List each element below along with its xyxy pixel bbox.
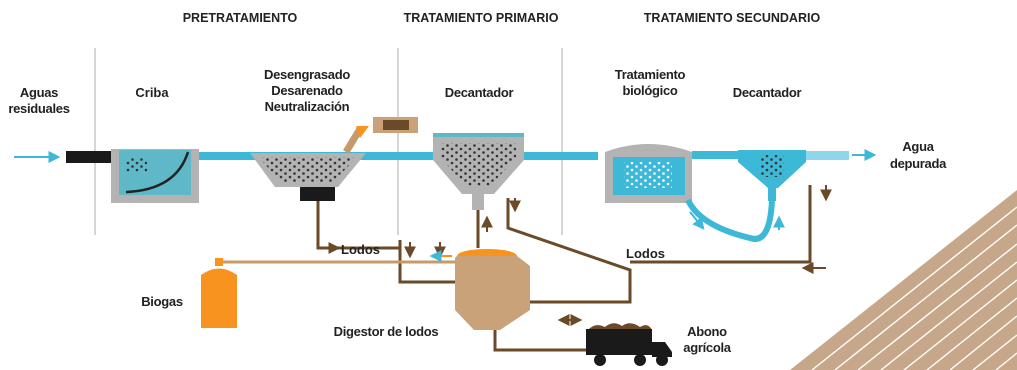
- tratamiento-biologico-tank: [605, 144, 692, 203]
- label-biologico: biológico: [622, 83, 677, 98]
- label-decantador-primario: Decantador: [445, 85, 514, 100]
- decantador-secundario: [738, 150, 806, 201]
- header-pretratamiento: PRETRATAMIENTO: [183, 11, 298, 25]
- criba-tank: [111, 149, 199, 203]
- grease-outlet: [343, 117, 418, 154]
- digestor-tank: [455, 249, 530, 330]
- label-agua: Agua: [902, 139, 934, 154]
- stage-dividers: [94, 48, 563, 235]
- header-tratamiento-primario: TRATAMIENTO PRIMARIO: [404, 11, 559, 25]
- label-criba: Criba: [135, 85, 169, 100]
- label-desengrasado: Desengrasado: [264, 67, 350, 82]
- label-lodos-1: Lodos: [341, 242, 380, 257]
- label-residuales: residuales: [8, 101, 69, 116]
- decantador-primario: [433, 133, 524, 210]
- biogas-line: [222, 250, 455, 264]
- return-line: [685, 198, 785, 242]
- desengrasado-tank: [250, 153, 366, 201]
- label-aguas: Aguas: [20, 85, 58, 100]
- label-tratamiento: Tratamiento: [615, 67, 686, 82]
- label-depurada: depurada: [890, 156, 947, 171]
- header-tratamiento-secundario: TRATAMIENTO SECUNDARIO: [644, 11, 821, 25]
- label-abono: Abono: [687, 324, 727, 339]
- label-neutralizacion: Neutralización: [265, 99, 350, 114]
- label-lodos-2: Lodos: [626, 246, 665, 261]
- inlet-pipe: [66, 151, 111, 163]
- striped-panel: [790, 190, 1017, 370]
- label-digestor: Digestor de lodos: [334, 324, 439, 339]
- label-biogas: Biogas: [141, 294, 183, 309]
- label-desarenado: Desarenado: [271, 83, 343, 98]
- label-decantador-secundario: Decantador: [733, 85, 802, 100]
- biogas-tank: [201, 258, 237, 328]
- sludge-arrows: [318, 185, 832, 326]
- label-agricola: agrícola: [683, 340, 732, 355]
- truck-icon: [586, 323, 672, 366]
